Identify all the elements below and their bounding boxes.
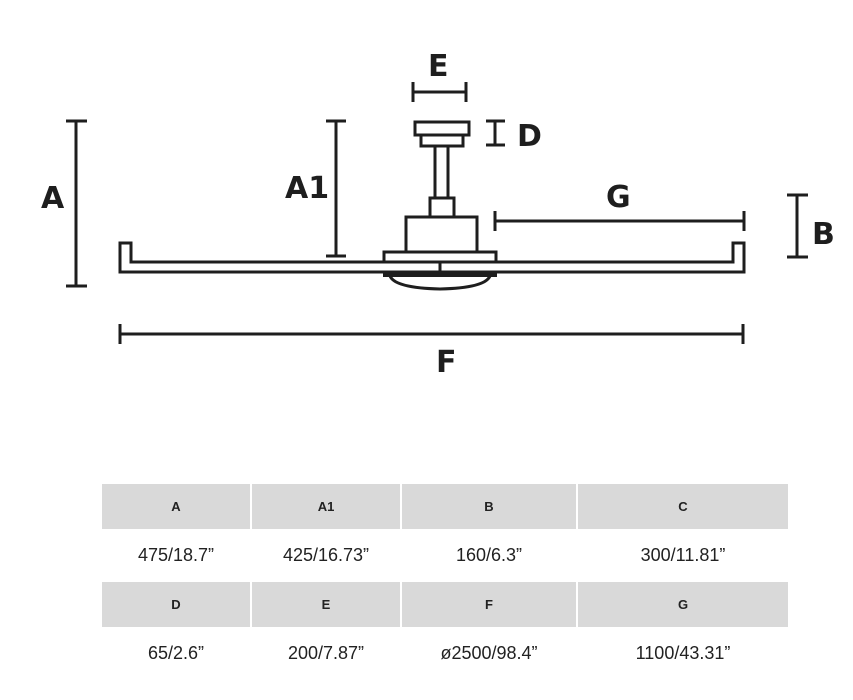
header-cell-a1: A1 (252, 484, 400, 529)
value-cell-g: 1100/43.31” (635, 643, 731, 663)
header-cell-g: G (578, 582, 788, 627)
dimension-g: G (493, 180, 746, 231)
header-cell-a: A (102, 484, 250, 529)
fan-illustration (118, 120, 746, 291)
value-cell-b: 160/6.3” (455, 545, 523, 565)
dimension-e: E (411, 49, 468, 102)
header-row: D E F G (102, 582, 788, 627)
value-cell-a: 475/18.7” (137, 545, 215, 565)
header-row: A A1 B C (102, 484, 788, 529)
label-b: B (812, 217, 835, 252)
hub-flange (382, 250, 498, 264)
value-cell-a1: 425/16.73” (282, 545, 370, 565)
dimensions-table: A A1 B C 475/18.7” 425/16.73” 160/6.3” 3… (100, 484, 790, 680)
header-cell-b: B (402, 484, 576, 529)
value-cell-e: 200/7.87” (287, 643, 365, 663)
downrod (433, 144, 450, 200)
value-cell-f: ø2500/98.4” (440, 643, 538, 663)
value-cell-d: 65/2.6” (147, 643, 205, 663)
dimension-d: D (486, 119, 542, 154)
label-a: A (41, 181, 65, 216)
label-e: E (428, 49, 449, 84)
canopy-bottom (419, 133, 465, 148)
canopy-top (413, 120, 471, 137)
dimension-a: A (41, 119, 87, 288)
right-blade (496, 241, 746, 274)
label-d: D (517, 119, 542, 154)
value-row: 65/2.6” 200/7.87” ø2500/98.4” 1100/43.31… (102, 627, 788, 680)
light-dome (388, 275, 492, 291)
hub-band (383, 272, 497, 277)
label-g: G (606, 180, 631, 215)
header-cell-e: E (252, 582, 400, 627)
left-blade (118, 241, 384, 274)
header-cell-d: D (102, 582, 250, 627)
header-cell-f: F (402, 582, 576, 627)
value-cell-c: 300/11.81” (640, 545, 726, 565)
coupler (428, 196, 456, 219)
value-row: 475/18.7” 425/16.73” 160/6.3” 300/11.81” (102, 529, 788, 582)
label-f: F (436, 345, 457, 380)
dimension-b: B (787, 193, 835, 259)
motor-housing (404, 215, 479, 254)
fan-dimension-drawing: A A1 E D G B F (41, 49, 835, 380)
dimension-f: F (118, 324, 745, 380)
label-a1: A1 (285, 171, 329, 206)
dimension-a1: A1 (285, 119, 346, 258)
header-cell-c: C (578, 484, 788, 529)
